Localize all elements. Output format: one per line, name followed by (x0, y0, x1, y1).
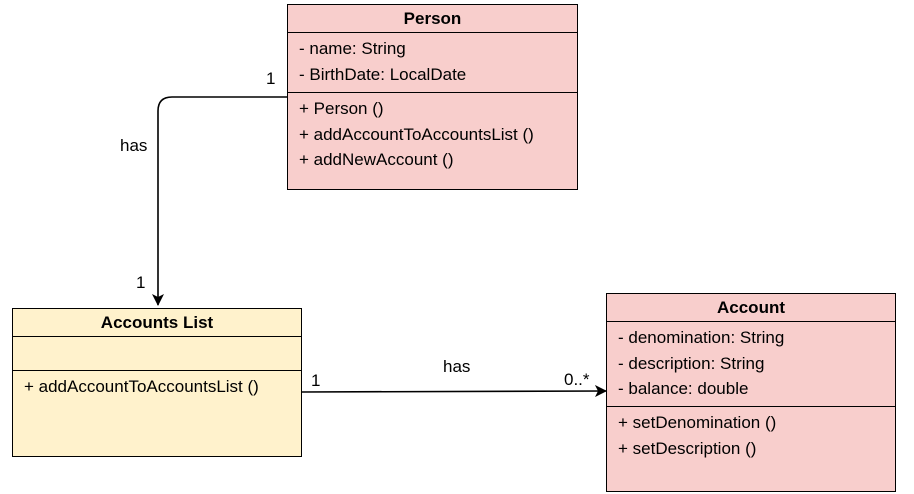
method: + setDenomination () (618, 413, 777, 432)
class-person-attributes: - name: String - BirthDate: LocalDate (288, 33, 577, 92)
method: + addAccountToAccountsList () (24, 377, 259, 396)
class-account-title: Account (607, 294, 895, 322)
class-accounts-list-methods: + addAccountToAccountsList () (13, 370, 301, 403)
class-account[interactable]: Account - denomination: String - descrip… (606, 293, 896, 492)
attribute: - description: String (618, 353, 765, 373)
class-person-title: Person (288, 5, 577, 33)
method: + addNewAccount () (299, 150, 454, 169)
attribute: - balance: double (618, 379, 749, 398)
association-label-has: has (120, 136, 148, 155)
multiplicity-accounts-list-source: 1 (311, 371, 321, 390)
method: + Person () (299, 99, 384, 118)
association-accounts-list-account (301, 385, 607, 398)
class-person-methods: + Person () + addAccountToAccountsList (… (288, 92, 577, 176)
class-account-methods: + setDenomination () + setDescription () (607, 406, 895, 464)
method: + addAccountToAccountsList () (299, 124, 534, 144)
attribute: - BirthDate: LocalDate (299, 64, 467, 84)
class-accounts-list-title: Accounts List (13, 309, 301, 337)
class-accounts-list[interactable]: Accounts List + addAccountToAccountsList… (12, 308, 302, 457)
class-account-attributes: - denomination: String - description: St… (607, 322, 895, 406)
method: + setDescription () (618, 438, 757, 458)
multiplicity-person-end: 1 (266, 69, 276, 88)
association-person-accounts-list (152, 96, 287, 306)
multiplicity-account-end: 0..* (564, 370, 590, 389)
multiplicity-accounts-list-end: 1 (136, 273, 146, 292)
attribute: - denomination: String (618, 328, 785, 347)
association-label-has: has (443, 357, 471, 376)
attribute: - name: String (299, 39, 406, 58)
class-person[interactable]: Person - name: String - BirthDate: Local… (287, 4, 578, 190)
class-accounts-list-attributes (13, 337, 301, 370)
